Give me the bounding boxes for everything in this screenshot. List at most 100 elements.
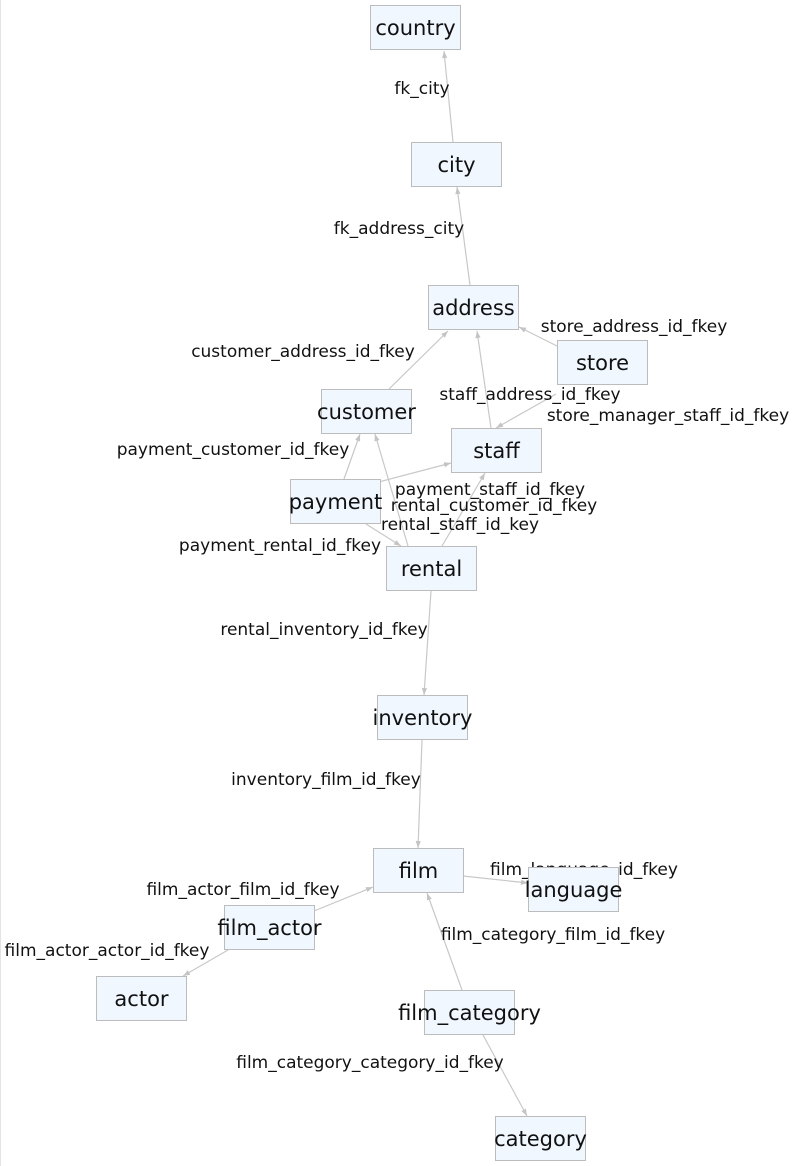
- edge-line: [482, 1034, 528, 1117]
- node-city[interactable]: city: [411, 142, 502, 187]
- edge-label-payment_customer_id_fkey: payment_customer_id_fkey: [117, 440, 350, 460]
- page-left-border: [0, 0, 1, 1166]
- node-language[interactable]: language: [525, 867, 623, 912]
- node-box[interactable]: [557, 340, 648, 385]
- edge-line: [462, 875, 529, 884]
- node-inventory[interactable]: inventory: [373, 695, 473, 740]
- edge-fk_city: [442, 50, 454, 143]
- edge-inventory_film_id_fkey: [415, 739, 423, 849]
- node-box[interactable]: [528, 867, 619, 912]
- node-film[interactable]: film: [373, 848, 464, 893]
- node-label-address: address: [432, 296, 515, 320]
- node-box[interactable]: [370, 5, 461, 50]
- edge-staff_address_id_fkey: [475, 330, 492, 429]
- edge-label-rental_customer_id_fkey: rental_customer_id_fkey: [391, 496, 597, 516]
- node-label-customer: customer: [317, 400, 416, 424]
- node-label-actor: actor: [114, 987, 168, 1011]
- edge-store_manager_staff_id_fkey: [495, 393, 557, 429]
- edge-label-film_actor_film_id_fkey: film_actor_film_id_fkey: [146, 880, 339, 900]
- edge-label-payment_rental_id_fkey: payment_rental_id_fkey: [179, 536, 381, 556]
- arrowhead-icon: [442, 51, 448, 59]
- node-label-store: store: [576, 351, 629, 375]
- edge-label-fk_city: fk_city: [394, 79, 449, 99]
- arrowhead-icon: [521, 1108, 527, 1116]
- nodes-layer: country city address store customer staff paym…: [96, 5, 648, 1161]
- edge-line: [441, 472, 486, 547]
- node-address[interactable]: address: [428, 285, 519, 330]
- edge-line: [417, 739, 423, 849]
- node-box[interactable]: [428, 285, 519, 330]
- node-label-category: category: [494, 1127, 587, 1151]
- edge-rental_staff_id_key: [441, 472, 486, 547]
- edge-rental_customer_id_fkey: [374, 433, 409, 547]
- edge-line: [426, 892, 463, 991]
- node-box[interactable]: [290, 479, 381, 524]
- edge-line: [374, 433, 409, 547]
- node-category[interactable]: category: [494, 1116, 587, 1161]
- edge-label-inventory_film_id_fkey: inventory_film_id_fkey: [231, 770, 421, 790]
- node-staff[interactable]: staff: [451, 428, 542, 473]
- node-box[interactable]: [321, 389, 412, 434]
- arrowhead-icon: [374, 434, 380, 442]
- edge-label-customer_address_id_fkey: customer_address_id_fkey: [191, 342, 415, 362]
- node-label-film_category: film_category: [398, 1001, 541, 1026]
- node-actor[interactable]: actor: [96, 976, 187, 1021]
- edge-label-fk_address_city: fk_address_city: [334, 219, 464, 239]
- edge-label-rental_staff_id_key: rental_staff_id_key: [381, 515, 539, 535]
- edge-film_category_category_id_fkey: [482, 1034, 528, 1117]
- edge-line: [423, 590, 432, 696]
- edge-line: [456, 186, 471, 286]
- node-film_actor[interactable]: film_actor: [217, 905, 322, 950]
- edge-line: [476, 330, 492, 429]
- arrowhead-icon: [441, 331, 448, 338]
- edge-payment_customer_id_fkey: [343, 433, 361, 480]
- edges-layer: [182, 50, 558, 1117]
- edge-label-payment_staff_id_fkey: payment_staff_id_fkey: [395, 480, 585, 500]
- node-box[interactable]: [377, 695, 468, 740]
- edge-line: [182, 949, 229, 977]
- edge-line: [443, 50, 454, 143]
- edge-line: [518, 326, 558, 347]
- node-box[interactable]: [96, 976, 187, 1021]
- edge-payment_rental_id_fkey: [365, 523, 402, 547]
- edge-label-film_category_film_id_fkey: film_category_film_id_fkey: [441, 925, 665, 945]
- edge-store_address_id_fkey: [518, 326, 558, 347]
- edge-film_language_id_fkey: [462, 875, 529, 885]
- arrowhead-icon: [421, 687, 428, 695]
- node-customer[interactable]: customer: [317, 389, 416, 434]
- node-label-staff: staff: [473, 439, 520, 463]
- node-store[interactable]: store: [557, 340, 648, 385]
- edge-line: [388, 330, 449, 390]
- edge-film_actor_film_id_fkey: [313, 886, 374, 912]
- edge-label-film_actor_actor_id_fkey: film_actor_actor_id_fkey: [5, 941, 210, 961]
- node-label-film: film: [399, 859, 439, 883]
- edge-label-film_category_category_id_fkey: film_category_category_id_fkey: [236, 1053, 504, 1073]
- edge-label-staff_address_id_fkey: staff_address_id_fkey: [439, 385, 620, 405]
- arrowhead-icon: [519, 327, 527, 333]
- arrowhead-icon: [415, 840, 421, 848]
- arrowhead-icon: [475, 331, 481, 339]
- arrowhead-icon: [365, 887, 373, 893]
- node-box[interactable]: [495, 1116, 586, 1161]
- node-box[interactable]: [386, 546, 477, 591]
- node-label-rental: rental: [401, 557, 462, 581]
- node-film_category[interactable]: film_category: [398, 990, 541, 1035]
- edge-line: [495, 393, 557, 429]
- node-payment[interactable]: payment: [289, 479, 383, 524]
- node-box[interactable]: [373, 848, 464, 893]
- arrowhead-icon: [496, 422, 504, 428]
- arrowhead-icon: [426, 893, 432, 901]
- arrowhead-icon: [443, 462, 451, 468]
- node-label-payment: payment: [289, 490, 383, 514]
- node-label-city: city: [437, 153, 475, 177]
- node-box[interactable]: [224, 905, 315, 950]
- node-box[interactable]: [451, 428, 542, 473]
- node-box[interactable]: [424, 990, 515, 1035]
- arrowhead-icon: [183, 970, 191, 976]
- node-box[interactable]: [411, 142, 502, 187]
- edge-labels-layer: fk_cityfk_address_citystore_address_id_f…: [5, 79, 790, 1073]
- node-rental[interactable]: rental: [386, 546, 477, 591]
- node-country[interactable]: country: [370, 5, 461, 50]
- arrowhead-icon: [455, 187, 461, 195]
